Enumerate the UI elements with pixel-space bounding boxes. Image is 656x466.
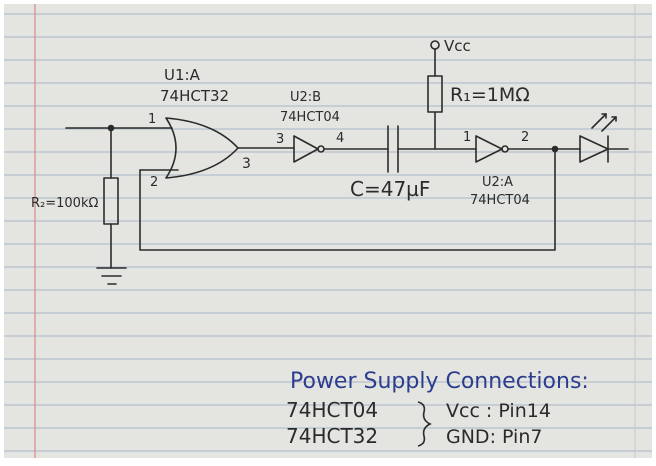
power-notes-part-2: 74HCT32 <box>286 424 378 448</box>
led-light-arrows <box>591 113 617 132</box>
wire-feedback <box>139 148 556 251</box>
u2a-part: 74HCT04 <box>470 193 530 208</box>
u2b-part: 74HCT04 <box>280 110 340 125</box>
u2b-pin-out: 4 <box>336 131 344 146</box>
power-notes-title: Power Supply Connections: <box>290 369 589 394</box>
u1-pin3: 3 <box>242 156 251 172</box>
ground-symbol <box>96 267 127 285</box>
power-notes-vcc: Vcc : Pin14 <box>446 400 551 422</box>
or-gate-u1 <box>165 117 239 179</box>
curly-brace <box>417 401 432 447</box>
u1-part: 74HCT32 <box>160 87 229 105</box>
ruled-lines <box>4 13 652 452</box>
u1-name: U1:A <box>164 66 201 84</box>
u2b-pin-in: 3 <box>276 132 284 147</box>
capacitor-label: C=47µF <box>350 177 430 201</box>
inverter-u2a <box>475 135 503 163</box>
power-notes-gnd: GND: Pin7 <box>446 426 542 448</box>
r1-label: R₁=1MΩ <box>450 84 530 106</box>
vcc-label: Vcc <box>444 37 471 55</box>
led-triangle <box>579 135 609 163</box>
u2a-pin-out: 2 <box>521 130 529 145</box>
u2b-name: U2:B <box>290 90 321 105</box>
u2a-pin-in: 1 <box>463 130 471 145</box>
u1-pin2: 2 <box>150 175 158 190</box>
u1-pin1: 1 <box>148 112 156 127</box>
r2-label: R₂=100kΩ <box>31 196 98 211</box>
u2a-name: U2:A <box>482 175 513 190</box>
vcc-terminal <box>430 40 440 50</box>
inverter-u2b <box>293 135 319 163</box>
power-notes-part-1: 74HCT04 <box>286 398 378 422</box>
